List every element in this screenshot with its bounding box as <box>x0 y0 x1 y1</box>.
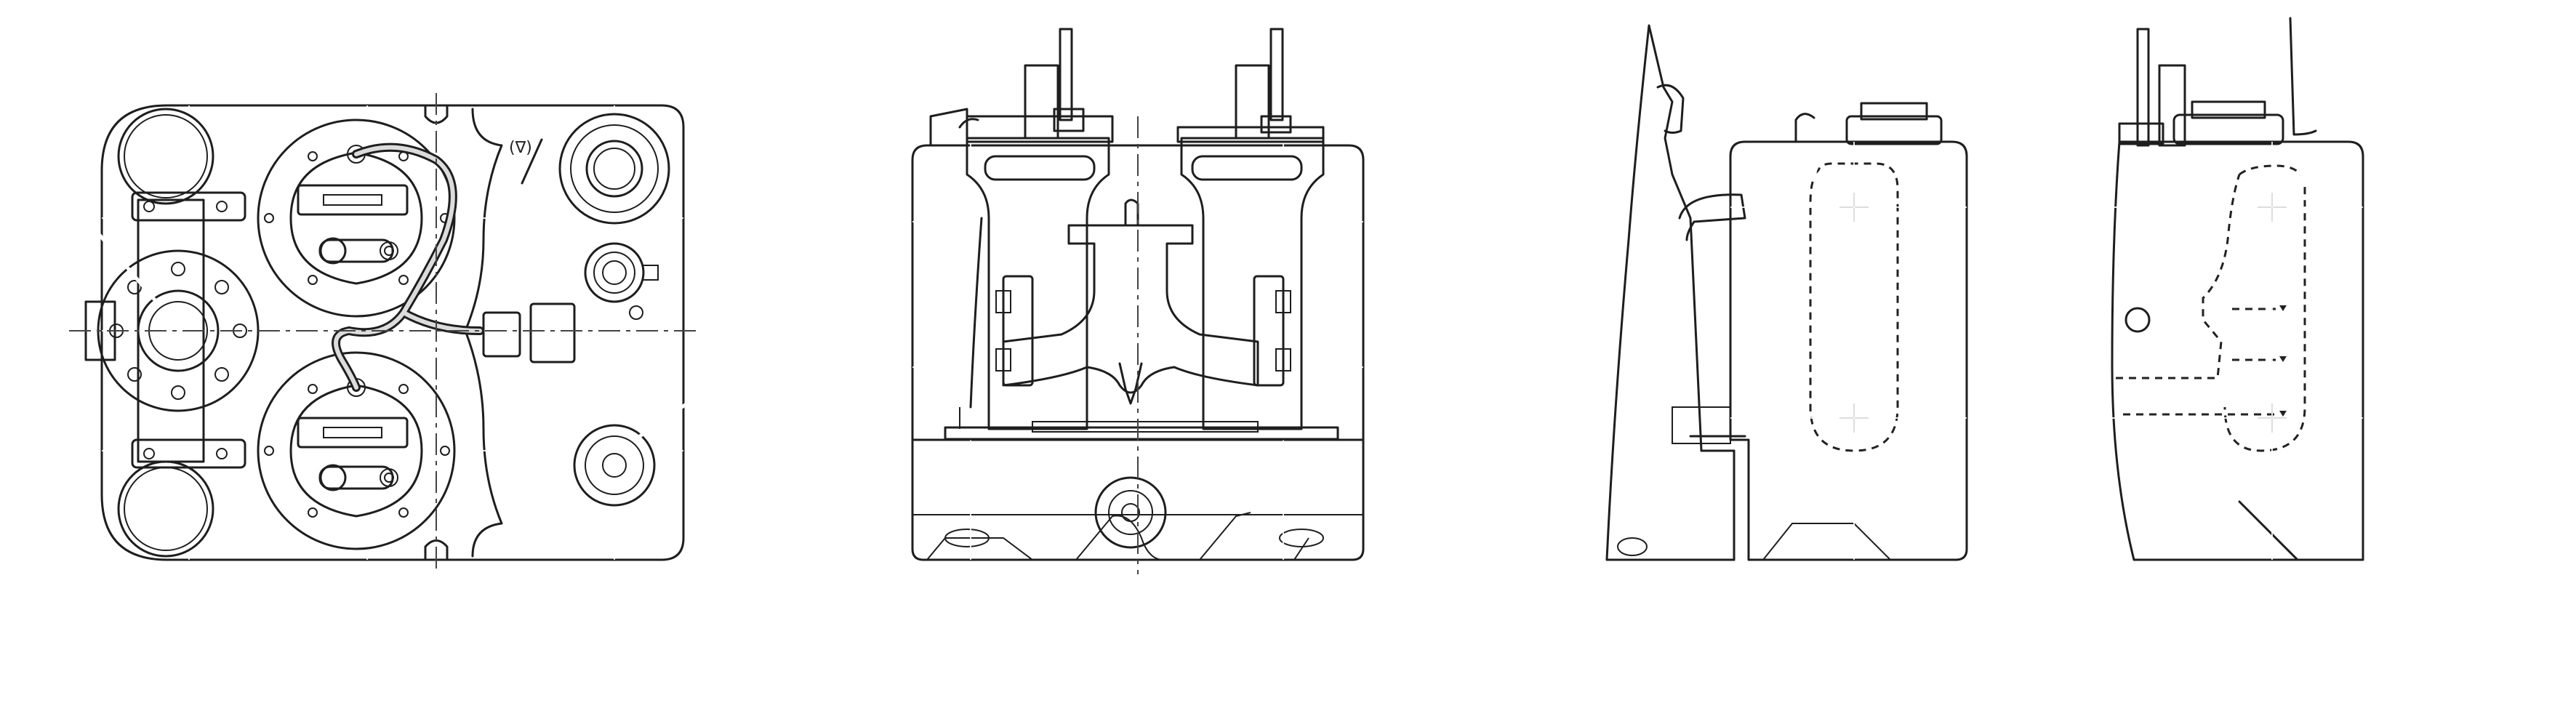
top-view: (∇) <box>69 93 698 574</box>
inlet-bottom <box>573 424 656 507</box>
front-tank-body <box>911 144 1365 561</box>
left-pump-column <box>1024 64 1059 140</box>
side-pump-silhouette <box>1605 24 1736 561</box>
right-pump-column <box>1235 64 1270 140</box>
junction-box-1 <box>482 311 521 358</box>
pump-top <box>257 119 456 318</box>
pump-bottom <box>257 351 456 550</box>
left-cable-tube <box>1059 28 1073 121</box>
side-foot-hole <box>1617 537 1648 556</box>
front-view <box>911 28 1365 574</box>
tank-body-outline <box>100 104 685 561</box>
inlet-small <box>584 242 645 303</box>
right-cable-tube <box>1269 28 1284 121</box>
side-outline-body <box>2111 140 2364 561</box>
drain-flange <box>1094 476 1167 549</box>
junction-box-2 <box>529 302 576 363</box>
side-view-pump <box>1605 24 1968 561</box>
vent-symbol: (∇) <box>509 139 532 157</box>
bottom-flange-bar <box>131 438 246 469</box>
side-tank-body <box>1729 140 1968 561</box>
lift-eye-top <box>117 108 214 205</box>
top-flange-bar <box>131 191 246 222</box>
side-outline-port <box>2124 307 2151 333</box>
side-view-outline <box>2111 17 2364 561</box>
pump-left-casing <box>966 137 1110 430</box>
inlet-large <box>558 113 670 225</box>
power-cable <box>332 142 484 392</box>
lift-eye-bottom <box>117 460 214 558</box>
pump-right-casing <box>1180 137 1325 430</box>
y-discharge-pipe <box>1002 224 1259 394</box>
side-outline-internal-chamber <box>2116 164 2306 452</box>
